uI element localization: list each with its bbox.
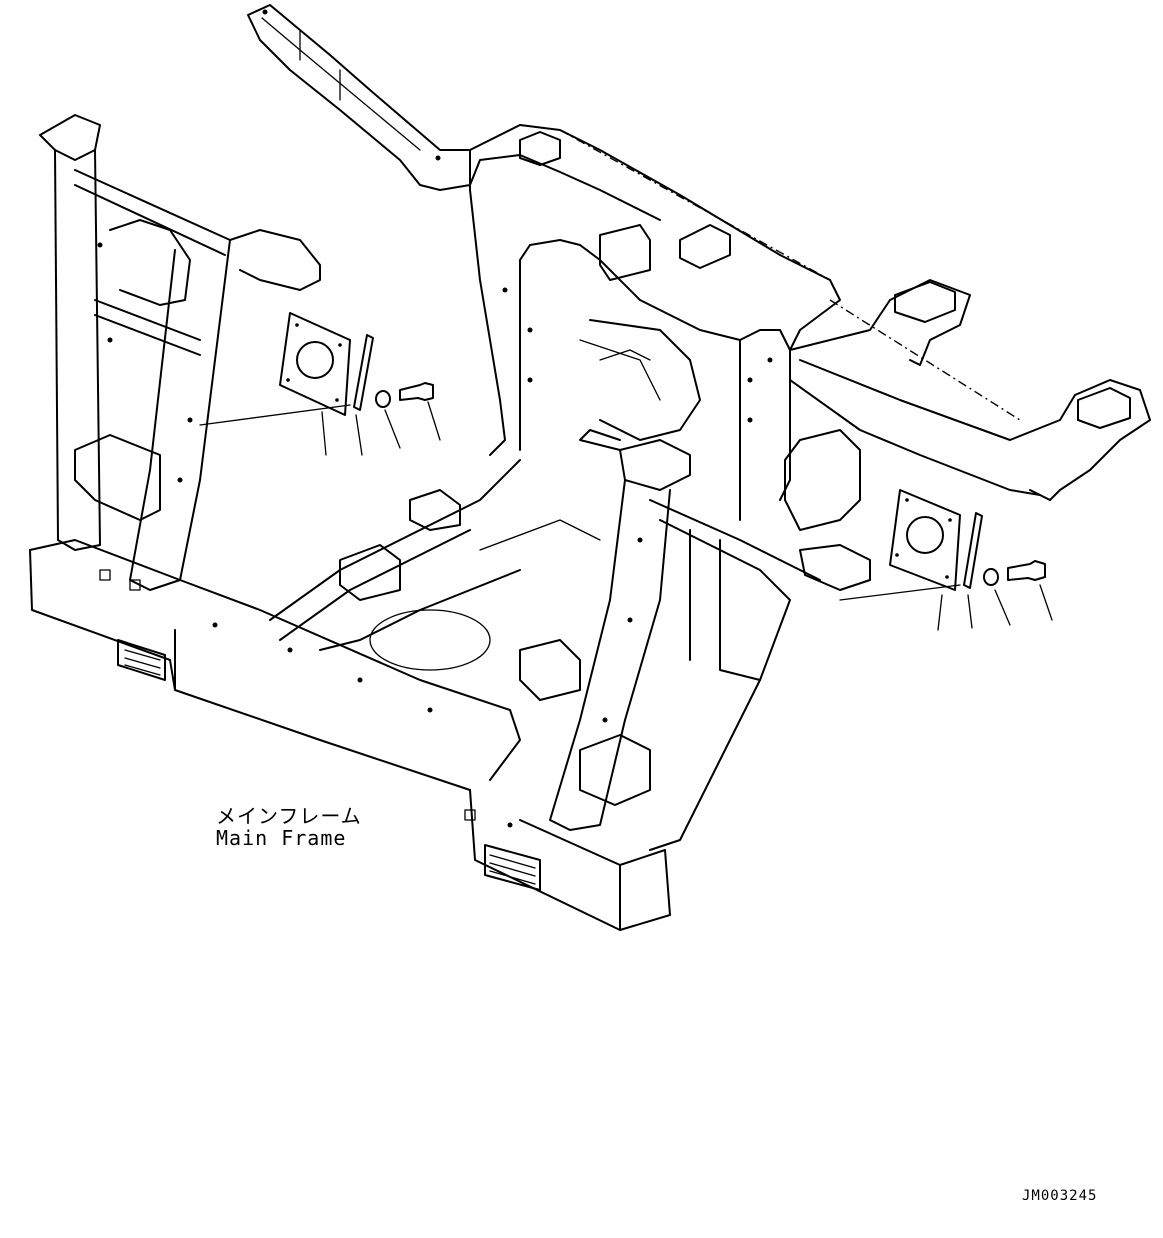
- frame-floor: [269, 459, 601, 701]
- drawing-code: JM003245: [1022, 1188, 1098, 1204]
- right-rear-arm: [789, 279, 1151, 501]
- left-spacer-plate: [353, 334, 374, 411]
- rear-top-beam: [247, 4, 471, 191]
- part-name-en: Main Frame: [216, 826, 347, 850]
- right-front-box: [464, 734, 671, 931]
- left-ladder-frame: [39, 114, 321, 591]
- right-cover-plate: [889, 489, 961, 591]
- left-cover-plate: [279, 312, 351, 416]
- part-name-jp: メインフレーム: [216, 804, 362, 828]
- left-bolt: [399, 382, 434, 401]
- right-spacer-plate: [963, 512, 983, 589]
- rear-cross-beam: [469, 124, 841, 351]
- left-parts-group: [199, 312, 441, 456]
- left-front-beam: [29, 539, 521, 791]
- right-bolt: [1007, 560, 1046, 581]
- right-washer: [983, 568, 999, 586]
- left-washer: [375, 390, 391, 408]
- central-frame: [469, 159, 861, 531]
- right-parts-group: [839, 489, 1053, 631]
- right-diagonal-brace: [549, 429, 871, 851]
